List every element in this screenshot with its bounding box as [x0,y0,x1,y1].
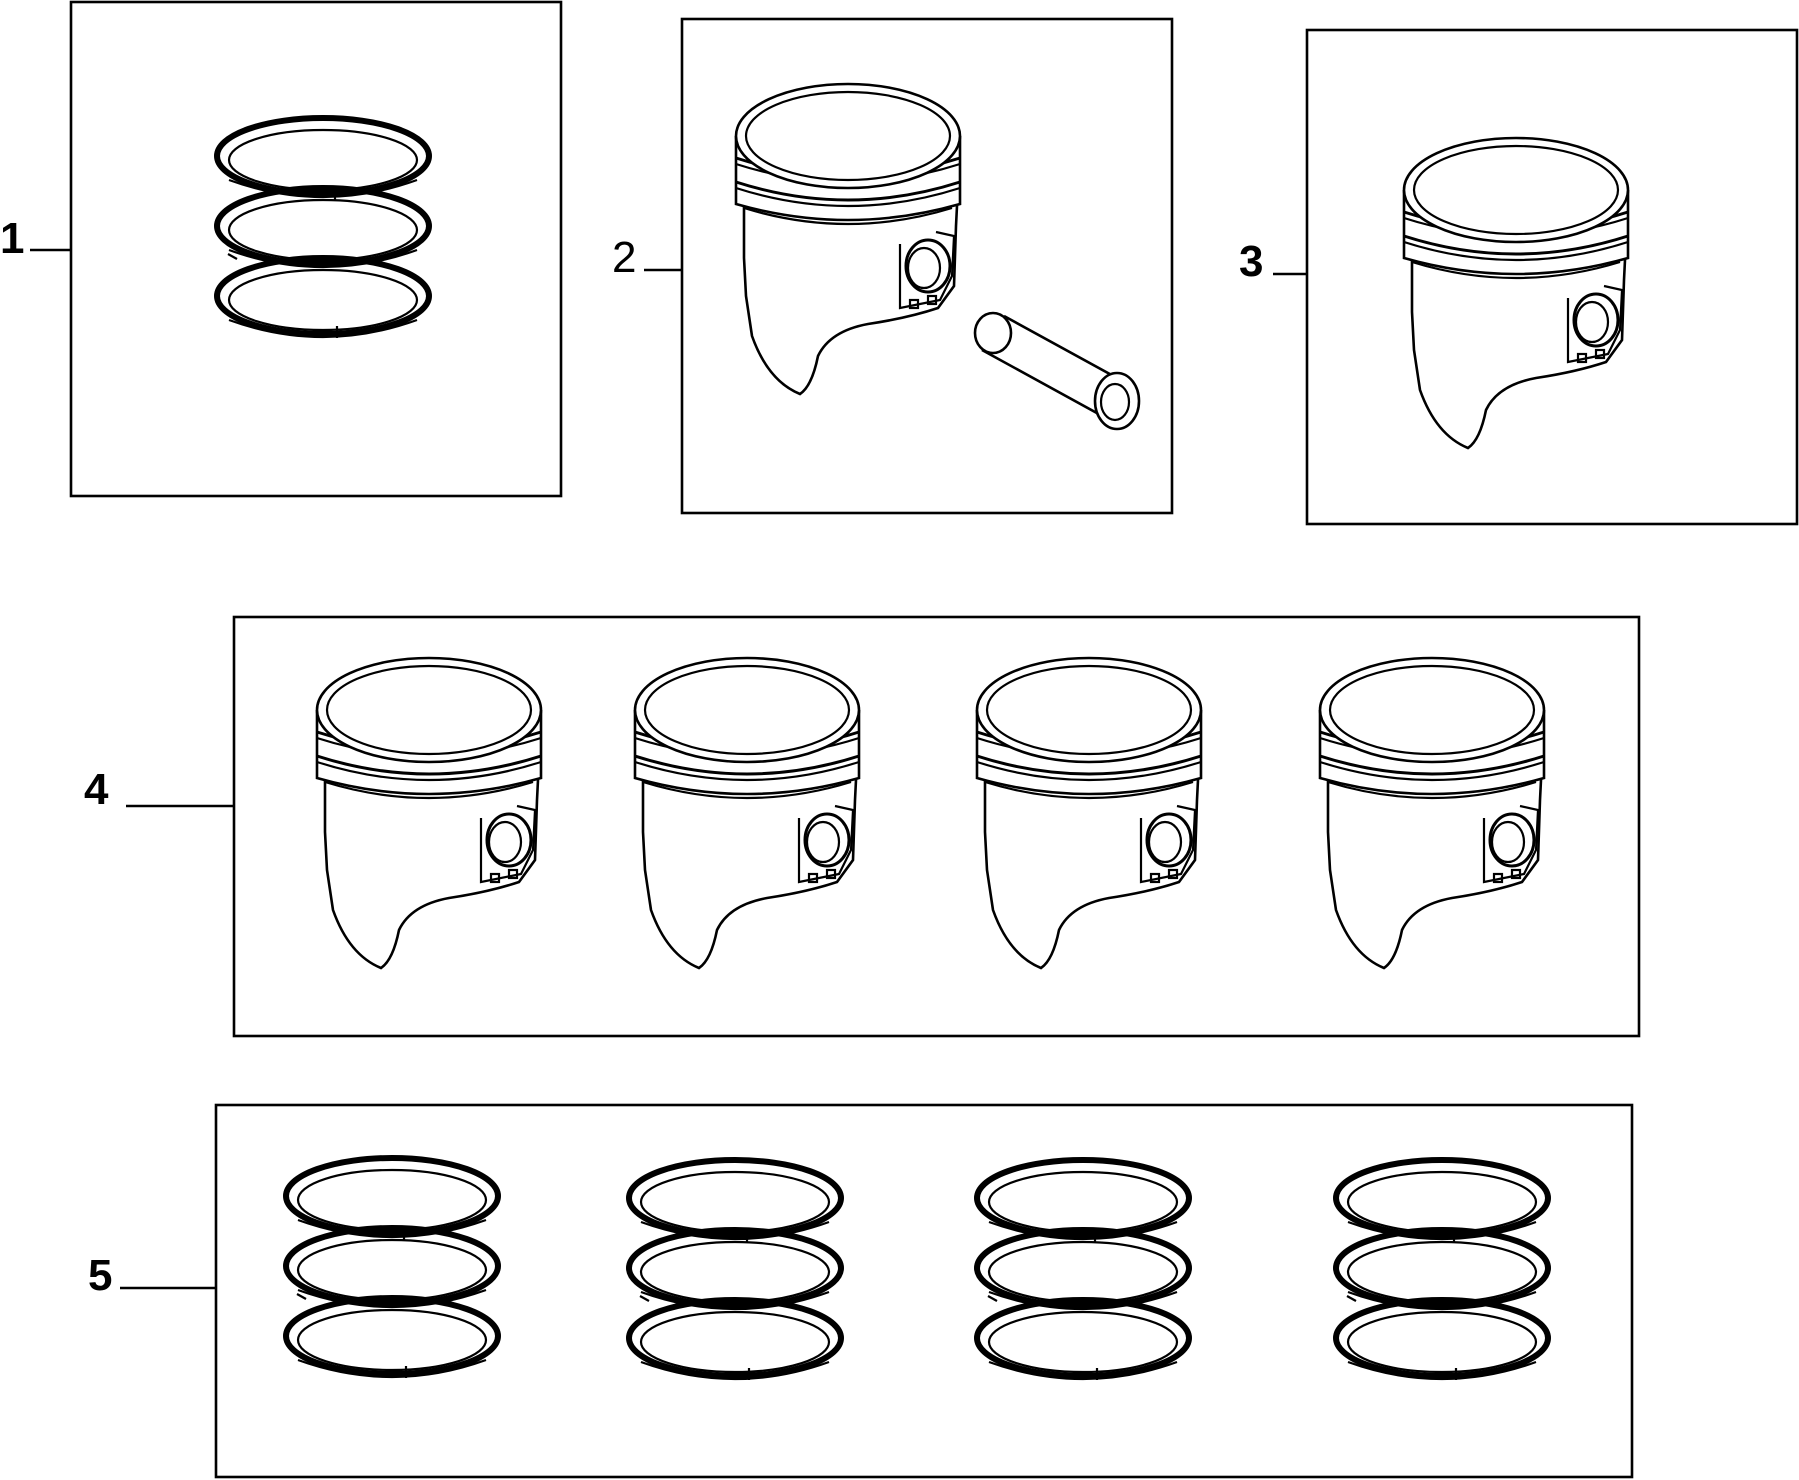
piston-pin-icon [973,311,1141,431]
piston-icon [315,656,543,970]
piston-icon [734,82,962,396]
callout-4-box [232,615,1641,1038]
piston-icon [1402,136,1630,450]
callout-3-group: 3 [1239,28,1799,526]
callout-4-group: 4 [84,615,1641,1038]
piston-ring-set-icon [1336,1160,1548,1380]
callout-4-label: 4 [84,765,109,814]
callout-5-box [214,1103,1634,1479]
callout-1-box [69,0,563,498]
piston-ring-set-icon [977,1160,1189,1380]
callout-1-label: 1 [0,214,24,263]
piston-ring-set-icon [286,1158,498,1378]
callout-2-group: 2 [612,17,1174,515]
piston-icon [633,656,861,970]
piston-icon [1318,656,1546,970]
callout-2-box [680,17,1174,515]
piston-icon [975,656,1203,970]
callout-5-label: 5 [88,1251,112,1300]
piston-ring-set-icon [629,1160,841,1380]
callout-5-group: 5 [88,1103,1634,1479]
callout-3-label: 3 [1239,237,1263,286]
piston-ring-set-icon [217,118,429,338]
callout-3-box [1305,28,1799,526]
callout-2-label: 2 [612,233,636,282]
callout-1-group: 1 [0,0,563,498]
